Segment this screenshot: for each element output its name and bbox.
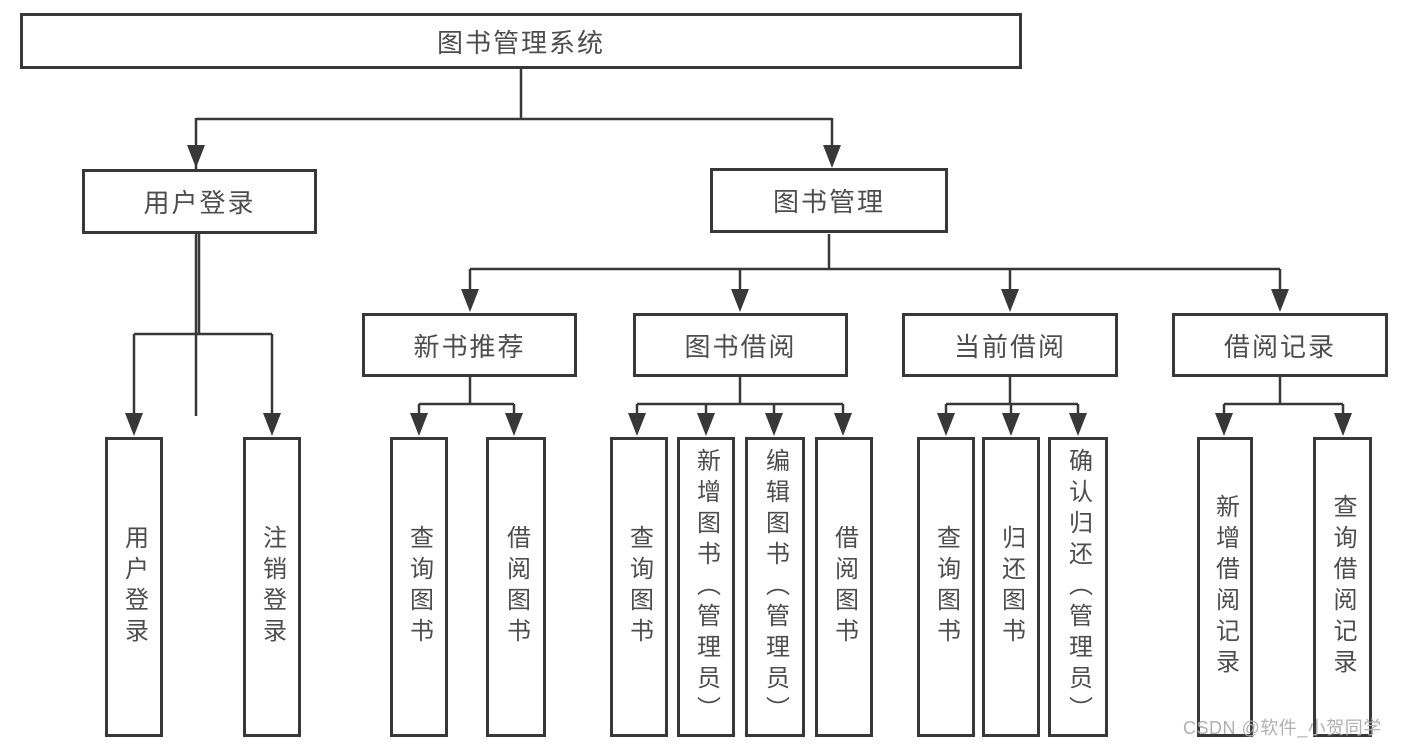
node-borrowing-records-label: 借阅记录 <box>1223 331 1336 362</box>
leaf-return-book-label: 归还图书 <box>997 525 1025 649</box>
leaf-query-books-borrowing-label: 查询图书 <box>625 525 653 649</box>
node-book-management-label: 图书管理 <box>772 187 885 217</box>
leaf-query-books-recommend: 查询图书 <box>390 437 448 737</box>
leaf-borrow-books-recommend: 借阅图书 <box>486 437 546 737</box>
leaf-borrow-books-borrowing: 借阅图书 <box>815 437 873 737</box>
connector-new-book-children <box>417 377 516 416</box>
node-user-login-label: 用户登录 <box>143 188 256 218</box>
leaf-borrow-books-borrowing-label: 借阅图书 <box>830 525 858 649</box>
node-book-borrowing: 图书借阅 <box>633 313 848 377</box>
node-library-system-label: 图书管理系统 <box>436 27 605 58</box>
connector-book-management-children <box>468 234 1282 294</box>
node-user-login: 用户登录 <box>82 169 317 234</box>
leaf-query-books-borrowing: 查询图书 <box>610 437 668 737</box>
node-library-system: 图书管理系统 <box>20 13 1022 69</box>
leaf-add-borrow-record: 新增借阅记录 <box>1197 437 1253 737</box>
node-current-borrowing-label: 当前借阅 <box>953 331 1066 362</box>
leaf-query-borrow-record-label: 查询借阅记录 <box>1329 494 1356 680</box>
leaf-user-login-label: 用户登录 <box>120 525 148 649</box>
arrowheads <box>125 145 1352 436</box>
node-new-book-recommend-label: 新书推荐 <box>413 331 526 362</box>
csdn-watermark: CSDN @软件_小贺同学 <box>1183 718 1382 738</box>
leaf-query-books-recommend-label: 查询图书 <box>405 525 433 649</box>
leaf-borrow-books-recommend-label: 借阅图书 <box>502 525 530 649</box>
node-book-management: 图书管理 <box>710 168 948 233</box>
leaf-add-book-admin: 新增图书（管理员） <box>677 437 735 737</box>
node-new-book-recommend: 新书推荐 <box>362 313 577 377</box>
leaf-query-borrow-record: 查询借阅记录 <box>1313 437 1372 737</box>
connector-book-borrow-children <box>635 377 845 416</box>
connector-current-borrow-children <box>944 377 1080 416</box>
leaf-confirm-return-admin-label: 确认归还（管理员） <box>1064 447 1092 727</box>
leaf-add-borrow-record-label: 新增借阅记录 <box>1211 494 1239 680</box>
leaf-logout: 注销登录 <box>243 437 301 737</box>
leaf-query-books-current-label: 查询图书 <box>932 525 960 649</box>
node-book-borrowing-label: 图书借阅 <box>684 331 797 362</box>
node-current-borrowing: 当前借阅 <box>902 313 1118 377</box>
connector-user-login-children <box>132 234 274 418</box>
leaf-edit-book-admin: 编辑图书（管理员） <box>745 437 805 737</box>
leaf-user-login: 用户登录 <box>105 437 163 737</box>
leaf-confirm-return-admin: 确认归还（管理员） <box>1048 437 1108 737</box>
leaf-query-books-current: 查询图书 <box>917 437 975 737</box>
leaf-logout-label: 注销登录 <box>258 525 286 649</box>
leaf-return-book: 归还图书 <box>982 437 1040 737</box>
connector-borrow-records-children <box>1222 377 1345 416</box>
connector-root-to-level2 <box>194 69 834 416</box>
leaf-add-book-admin-label: 新增图书（管理员） <box>692 447 720 727</box>
node-borrowing-records: 借阅记录 <box>1172 313 1388 377</box>
leaf-edit-book-admin-label: 编辑图书（管理员） <box>761 447 789 727</box>
